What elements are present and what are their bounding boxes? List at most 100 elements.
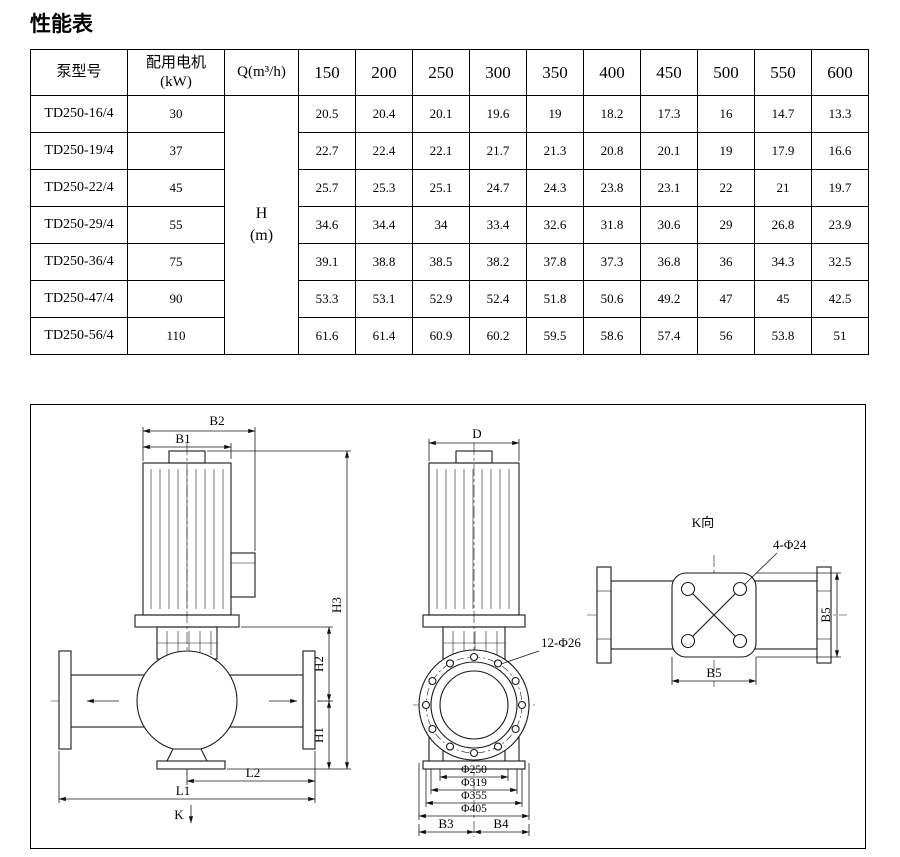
head-value-cell: 50.6	[583, 280, 641, 318]
pump-model-cell: TD250-47/4	[30, 280, 128, 318]
flow-column-header: 600	[811, 49, 869, 96]
pump-model-cell: TD250-19/4	[30, 132, 128, 170]
head-value-cell: 13.3	[811, 95, 869, 133]
head-value-cell: 30.6	[640, 206, 698, 244]
dim-B1: B1	[175, 431, 190, 446]
motor-power-label-line2: (kW)	[160, 73, 192, 90]
head-value-cell: 20.1	[640, 132, 698, 170]
dim-D: D	[472, 426, 481, 441]
flow-column-header: 350	[526, 49, 584, 96]
head-value-cell: 59.5	[526, 317, 584, 355]
head-value-cell: 17.3	[640, 95, 698, 133]
col-header-motor-power: 配用电机 (kW)	[127, 49, 225, 96]
pump-model-cell: TD250-22/4	[30, 169, 128, 207]
head-value-cell: 23.9	[811, 206, 869, 244]
top-view: K向 4-Φ24	[587, 515, 847, 687]
dim-B5-vertical: B5	[818, 607, 833, 622]
note-bolt-4: 4-Φ24	[773, 537, 807, 552]
head-value-cell: 23.8	[583, 169, 641, 207]
motor-fins	[436, 469, 510, 609]
head-value-cell: 18.2	[583, 95, 641, 133]
head-unit-cell: H(m)	[224, 95, 299, 355]
head-value-cell: 21.3	[526, 132, 584, 170]
head-value-cell: 39.1	[298, 243, 356, 281]
head-value-cell: 26.8	[754, 206, 812, 244]
head-value-cell: 16.6	[811, 132, 869, 170]
view-title-K: K向	[692, 515, 714, 530]
flow-column-header: 400	[583, 49, 641, 96]
head-value-cell: 19	[526, 95, 584, 133]
head-value-cell: 31.8	[583, 206, 641, 244]
flow-column-header: 550	[754, 49, 812, 96]
head-value-cell: 51	[811, 317, 869, 355]
view-arrow-K: K	[174, 807, 184, 822]
head-value-cell: 19.7	[811, 169, 869, 207]
dim-B4: B4	[493, 816, 509, 831]
bore-circle	[439, 670, 509, 740]
head-value-cell: 23.1	[640, 169, 698, 207]
dim-B2: B2	[209, 413, 224, 428]
head-value-cell: 34.6	[298, 206, 356, 244]
head-value-cell: 33.4	[469, 206, 527, 244]
head-value-cell: 29	[697, 206, 755, 244]
flow-column-header: 200	[355, 49, 413, 96]
head-value-cell: 34	[412, 206, 470, 244]
head-value-cell: 25.7	[298, 169, 356, 207]
head-value-cell: 52.4	[469, 280, 527, 318]
head-value-cell: 20.8	[583, 132, 641, 170]
head-value-cell: 56	[697, 317, 755, 355]
pump-dimension-drawing: B2 B1 H2 H1 H3 L2 L1	[51, 413, 847, 837]
head-value-cell: 53.8	[754, 317, 812, 355]
dim-L1: L1	[176, 783, 190, 798]
head-value-cell: 34.3	[754, 243, 812, 281]
head-value-cell: 47	[697, 280, 755, 318]
head-value-cell: 34.4	[355, 206, 413, 244]
front-view: B2 B1 H2 H1 H3 L2 L1	[51, 413, 351, 824]
page: 性能表 泵型号 配用电机 (kW) Q(m³/h) 150 200 250 30…	[0, 8, 900, 857]
head-value-cell: 38.2	[469, 243, 527, 281]
head-value-cell: 20.5	[298, 95, 356, 133]
head-value-cell: 53.1	[355, 280, 413, 318]
volute-casing	[136, 650, 238, 752]
head-value-cell: 38.5	[412, 243, 470, 281]
dim-dia405: Φ405	[461, 803, 487, 815]
head-value-cell: 58.6	[583, 317, 641, 355]
pump-model-cell: TD250-56/4	[30, 317, 128, 355]
dim-H3: H3	[329, 597, 344, 613]
head-value-cell: 19	[697, 132, 755, 170]
dim-dia355: Φ355	[461, 790, 487, 802]
dim-dia250: Φ250	[461, 764, 487, 776]
left-flange	[596, 566, 612, 664]
bolt-holes-4	[680, 581, 748, 649]
flow-column-header: 300	[469, 49, 527, 96]
motor-power-cell: 55	[127, 206, 225, 244]
head-value-cell: 36	[697, 243, 755, 281]
head-value-cell: 37.3	[583, 243, 641, 281]
head-value-cell: 53.3	[298, 280, 356, 318]
head-value-cell: 32.5	[811, 243, 869, 281]
col-header-pump-model: 泵型号	[30, 49, 128, 96]
head-value-cell: 25.3	[355, 169, 413, 207]
head-value-cell: 51.8	[526, 280, 584, 318]
head-value-cell: 21	[754, 169, 812, 207]
head-value-cell: 61.6	[298, 317, 356, 355]
pump-model-cell: TD250-36/4	[30, 243, 128, 281]
head-value-cell: 45	[754, 280, 812, 318]
head-value-cell: 20.1	[412, 95, 470, 133]
head-value-cell: 25.1	[412, 169, 470, 207]
side-view: 12-Φ26 D Φ250 Φ319 Φ355 Φ405	[413, 426, 581, 837]
flow-column-header: 500	[697, 49, 755, 96]
flange-outer-circle	[418, 649, 530, 761]
suction-flange	[58, 650, 72, 750]
terminal-box	[230, 552, 256, 598]
header-row: 泵型号 配用电机 (kW) Q(m³/h) 150 200 250 300 35…	[30, 49, 869, 96]
motor-power-cell: 30	[127, 95, 225, 133]
page-title: 性能表	[30, 13, 93, 36]
motor-power-label-line1: 配用电机	[145, 54, 206, 71]
